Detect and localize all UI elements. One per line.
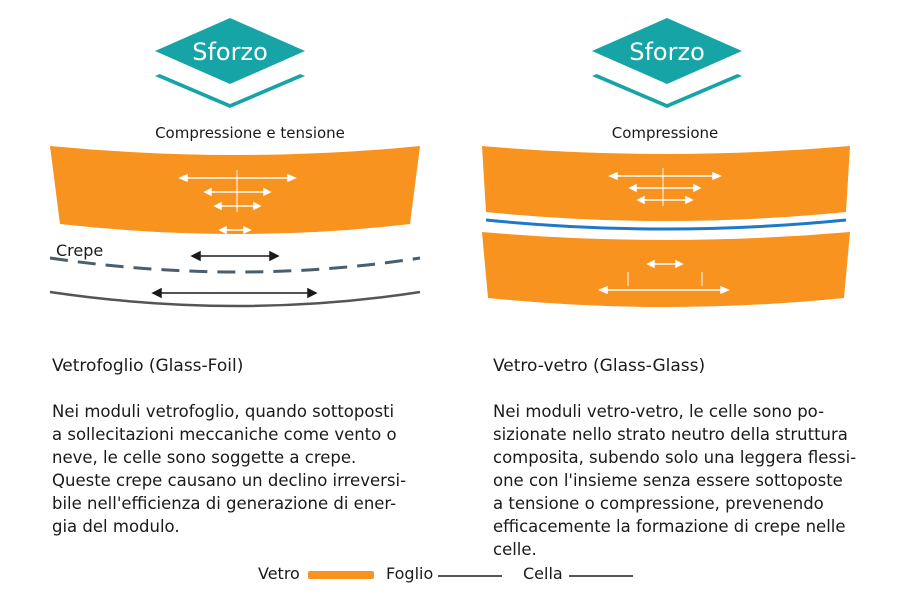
stress-icon-left: Sforzo <box>155 18 305 108</box>
left-title: Vetrofoglio (Glass-Foil) <box>52 356 244 376</box>
stress-icon-right: Sforzo <box>592 18 742 108</box>
legend-foil-swatch <box>438 575 502 577</box>
glass-layer <box>50 146 420 234</box>
glass-layer-top <box>482 146 850 221</box>
right-description: Nei moduli vetro-vetro, le celle sono po… <box>493 402 857 559</box>
glass-glass-diagram <box>482 146 850 307</box>
tension-arrow-icon <box>598 259 730 295</box>
stress-label: Sforzo <box>629 38 705 66</box>
compression-arrow-icon <box>178 170 297 235</box>
foil-line <box>49 290 421 308</box>
legend-glass-label: Vetro <box>258 564 300 583</box>
cell-line <box>485 218 847 231</box>
right-caption: Compressione <box>611 124 719 142</box>
legend-foil-label: Foglio <box>386 564 434 583</box>
legend-glass-swatch <box>308 571 374 579</box>
crack-label: Crepe <box>56 241 104 260</box>
left-description: Nei moduli vetrofoglio, quando sottopost… <box>52 402 407 536</box>
glass-layer-bottom <box>482 232 850 307</box>
legend-cell-swatch <box>569 575 633 577</box>
left-caption: Compressione e tensione <box>155 124 345 142</box>
compression-arrow-icon <box>608 168 722 206</box>
legend-cell-label: Cella <box>523 564 563 583</box>
right-title: Vetro-vetro (Glass-Glass) <box>493 356 706 376</box>
legend: Vetro Foglio Cella <box>256 563 656 587</box>
glass-foil-diagram <box>49 146 421 308</box>
stress-diamond-icon <box>155 18 305 84</box>
stress-diamond-icon <box>592 18 742 84</box>
stress-label: Sforzo <box>192 38 268 66</box>
cracked-cell-line <box>49 256 421 274</box>
tension-arrow-icon <box>151 250 318 299</box>
